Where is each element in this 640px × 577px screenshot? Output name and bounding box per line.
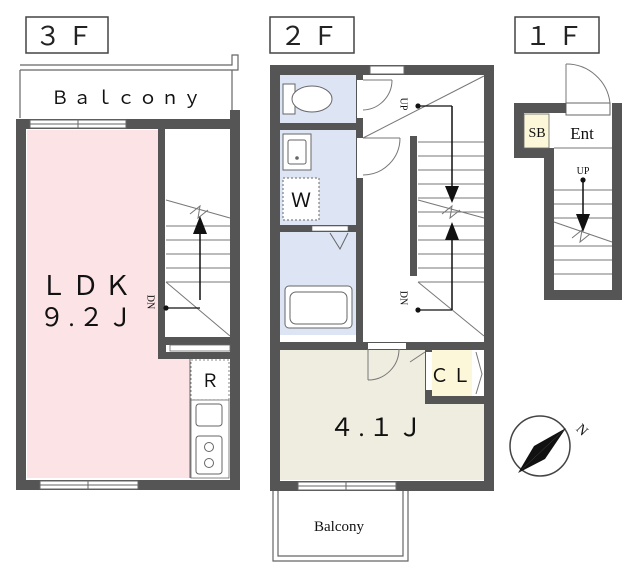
balcony-top-label: Ｂａｌｃｏｎｙ (51, 88, 205, 108)
wash-basin (282, 133, 312, 171)
sink (195, 403, 223, 427)
entry-door (565, 63, 611, 104)
stairs-2f-up-label: UP (398, 98, 409, 111)
stairs-2f-dn-label: DN (398, 291, 409, 305)
bedroom (280, 350, 484, 480)
refrigerator-label: Ｒ (201, 371, 219, 391)
floor-1f-text: １Ｆ (525, 22, 589, 52)
closet-door-3f (169, 344, 231, 352)
floor-1f: SB Ent UP (514, 63, 622, 300)
bedroom-size: ４.１Ｊ (329, 415, 426, 442)
floor-2f: Ｗ UP (270, 65, 494, 562)
kitchen-3f: Ｒ (189, 359, 230, 479)
washer-label: Ｗ (291, 190, 311, 212)
refrigerator (190, 359, 230, 401)
bathtub (284, 285, 353, 329)
compass: N (509, 415, 591, 477)
shoe-box-label: SB (528, 126, 545, 141)
doors-2f (362, 79, 483, 395)
balcony-3f: Ｂａｌｃｏｎｙ (19, 54, 239, 118)
stairs-3f (165, 199, 231, 337)
ldk-size: ９.２Ｊ (39, 305, 136, 332)
floor-2f-text: ２Ｆ (280, 22, 344, 52)
balcony-bottom-label: Balcony (314, 519, 364, 535)
shoe-box (523, 113, 550, 149)
floor-3f-text: ３Ｆ (35, 22, 99, 52)
floor-label-1f: １Ｆ (514, 16, 600, 54)
floor-label-3f: ３Ｆ (25, 16, 109, 54)
stove (195, 435, 223, 475)
compass-north-label: N (573, 422, 591, 440)
toilet (282, 83, 333, 115)
floor-3f: Ｂａｌｃｏｎｙ (16, 54, 240, 490)
balcony-2f: Balcony (272, 491, 409, 562)
closet-label: ＣＬ (430, 366, 474, 387)
floor-label-2f: ２Ｆ (269, 16, 355, 54)
washer (282, 177, 320, 221)
ldk-room (27, 130, 190, 478)
stairs-3f-dn-label: DN (145, 295, 156, 309)
entrance-label: Ent (570, 124, 594, 143)
closet-2f (432, 350, 472, 396)
stairs-2f (362, 75, 485, 337)
ldk-label: ＬＤＫ (40, 271, 136, 301)
stairs-1f-up-label: UP (577, 166, 590, 177)
